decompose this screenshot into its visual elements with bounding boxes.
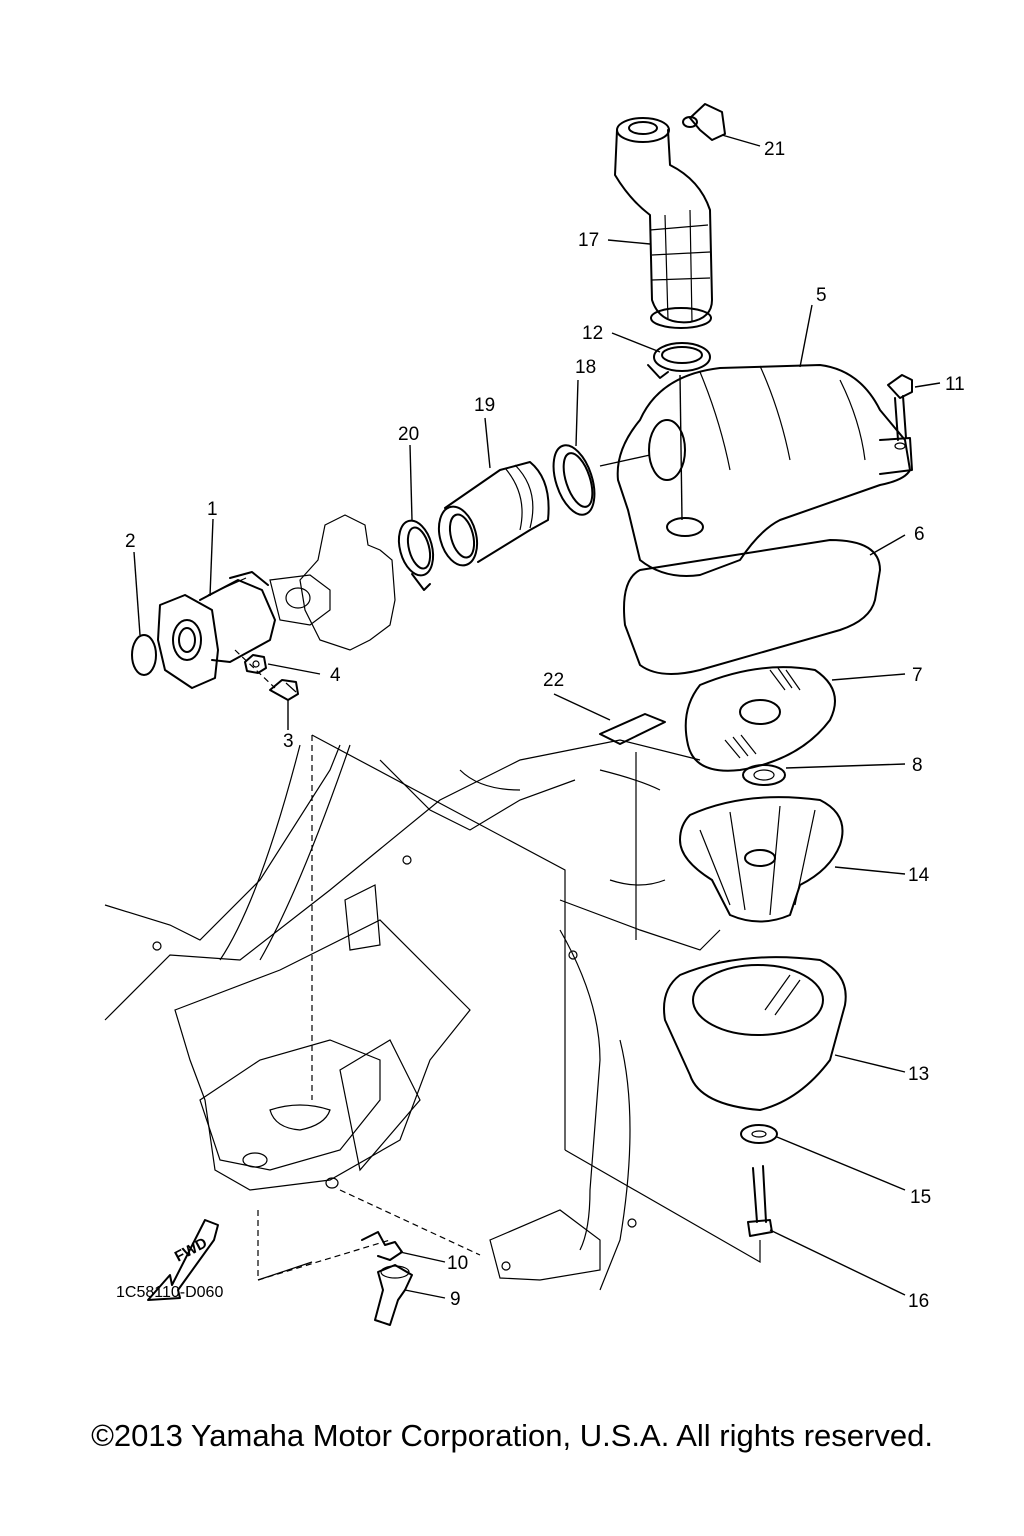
callout-10: 10 [447,1253,468,1274]
part-13-filter-element [663,956,847,1111]
part-4-nut [244,654,267,674]
callout-19: 19 [474,395,495,416]
part-11-bolt [887,374,913,441]
part-16-long-bolt [747,1165,773,1237]
part-10-clip [361,1231,403,1261]
part-12-clamp [647,342,711,379]
part-14-element-holder [679,796,844,923]
callout-14: 14 [908,865,930,886]
vehicle-frame [104,739,721,1291]
part-15-washer [740,1124,778,1144]
part-21-elbow [682,103,726,141]
callout-20: 20 [398,424,419,445]
part-17-intake-duct [614,117,713,329]
callout-5: 5 [816,285,827,306]
leader-lines [133,134,941,1299]
callout-4: 4 [330,665,341,686]
assembly-lines [234,649,761,1281]
part-1-manifold [157,571,276,689]
part-8-lock-washer [742,764,786,786]
copyright-notice: ©2013 Yamaha Motor Corporation, U.S.A. A… [91,1418,933,1453]
callout-18: 18 [575,357,596,378]
fwd-label: FWD [172,1234,210,1265]
callout-21: 21 [764,139,785,160]
part-19-joint [437,461,550,567]
callout-9: 9 [450,1289,461,1310]
part-18-clamp-ring [552,444,596,516]
callout-8: 8 [912,755,923,776]
part-2-o-ring [131,634,157,676]
diagram-code: 1C58110-D060 [116,1284,223,1301]
callout-1: 1 [207,499,218,520]
callout-7: 7 [912,665,923,686]
callout-22: 22 [543,670,564,691]
carburetor [269,514,396,651]
callout-16: 16 [908,1291,929,1312]
part-6-gasket [623,539,881,675]
callout-15: 15 [910,1187,931,1208]
callout-11: 11 [945,374,965,395]
part-20-hose-clamp [397,519,435,591]
callout-17: 17 [578,230,599,251]
part-9-drain-plug [374,1264,413,1326]
callout-3: 3 [283,731,294,752]
part-5-airbox-case [616,364,913,577]
part-7-filter-screen [684,666,836,772]
part-3-bolt [269,679,299,701]
callout-13: 13 [908,1064,929,1085]
airbox-lower-case [174,884,471,1191]
part-22-label [599,713,666,745]
callout-2: 2 [125,531,136,552]
callout-6: 6 [914,524,925,545]
callout-numbers: 21 17 5 12 18 11 19 20 1 6 2 4 7 22 3 8 … [125,139,965,1312]
callout-12: 12 [582,323,603,344]
